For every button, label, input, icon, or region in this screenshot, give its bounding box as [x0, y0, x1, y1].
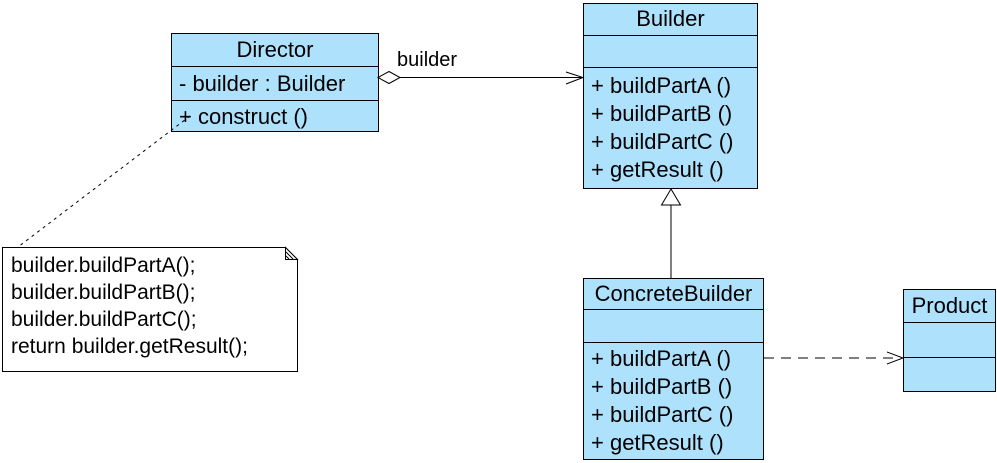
- note-fold-icon: [285, 246, 299, 260]
- note-line: builder.buildPartA();: [11, 254, 196, 277]
- method-line: + buildPartC (): [591, 129, 734, 154]
- method-line: + buildPartC (): [591, 402, 734, 427]
- attribute-line: - builder : Builder: [179, 71, 346, 96]
- method-line: + buildPartA (): [591, 73, 732, 98]
- concrete-builder-methods-compartment: + buildPartA () + buildPartB () + buildP…: [584, 343, 763, 457]
- note-anchor-line: [17, 115, 191, 248]
- director-methods-compartment: + construct (): [172, 101, 378, 132]
- class-box-product: Product: [903, 289, 996, 392]
- class-box-director: Director - builder : Builder + construct…: [171, 33, 379, 132]
- class-name-director: Director: [172, 34, 378, 67]
- dependency-connector: [764, 351, 905, 365]
- aggregation-connector: [376, 70, 585, 85]
- class-name-concrete-builder: ConcreteBuilder: [584, 279, 763, 310]
- method-line: + buildPartA (): [591, 346, 732, 371]
- concrete-builder-attributes-compartment: [584, 310, 763, 343]
- note-line: builder.buildPartC();: [11, 308, 197, 331]
- aggregation-diamond-icon: [376, 70, 402, 85]
- director-attributes-compartment: - builder : Builder: [172, 67, 378, 101]
- product-attributes-compartment: [904, 323, 995, 358]
- class-name-builder: Builder: [584, 4, 757, 36]
- note-text: builder.buildPartA(); builder.buildPartB…: [11, 252, 248, 360]
- method-line: + construct (): [179, 104, 308, 129]
- method-line: + buildPartB (): [591, 374, 733, 399]
- association-end-label: builder: [397, 49, 458, 71]
- hollow-triangle-icon: [660, 188, 682, 206]
- note-line: builder.buildPartB();: [11, 281, 196, 304]
- class-name-product: Product: [904, 290, 995, 323]
- class-box-concrete-builder: ConcreteBuilder + buildPartA () + buildP…: [583, 278, 764, 460]
- method-line: + buildPartB (): [591, 101, 733, 126]
- method-line: + getResult (): [591, 157, 724, 182]
- open-arrowhead-icon: [886, 351, 905, 365]
- class-box-builder: Builder + buildPartA () + buildPartB () …: [583, 3, 758, 189]
- open-arrowhead-icon: [565, 71, 585, 85]
- builder-methods-compartment: + buildPartA () + buildPartB () + buildP…: [584, 68, 757, 184]
- method-line: + getResult (): [591, 430, 724, 455]
- generalization-connector: [660, 188, 682, 278]
- note-line: return builder.getResult();: [11, 335, 248, 358]
- builder-attributes-compartment: [584, 36, 757, 68]
